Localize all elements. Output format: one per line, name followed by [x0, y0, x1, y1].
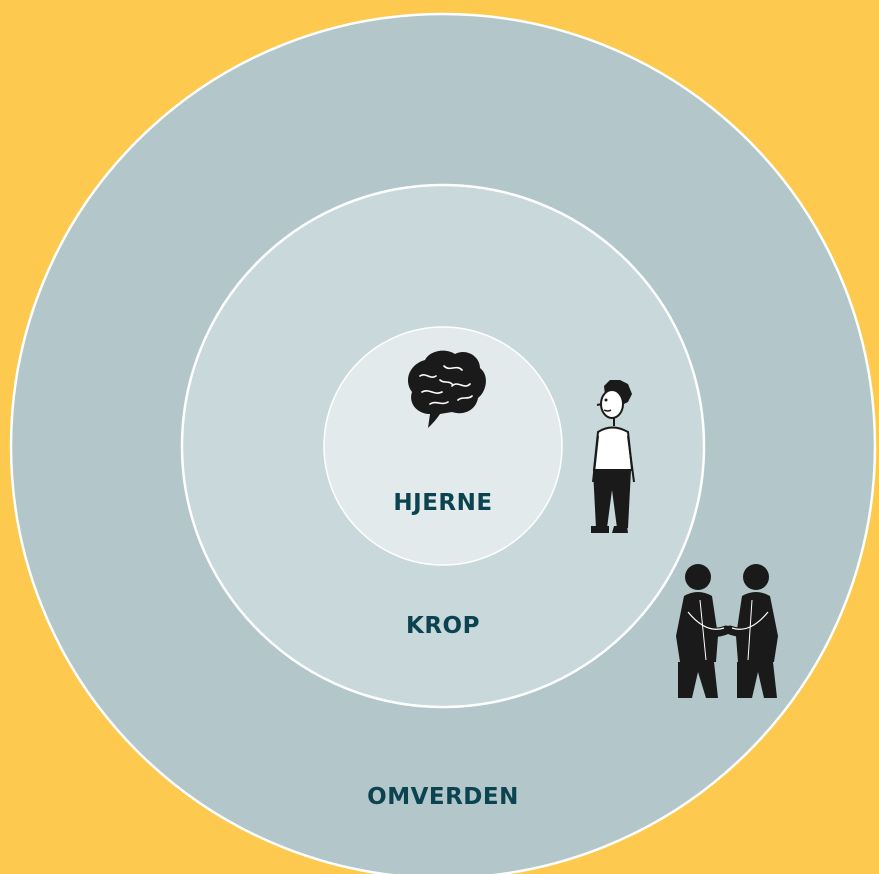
person-icon [591, 380, 635, 533]
middle-ring-label: KROP [406, 613, 480, 639]
inner-ring-label: HJERNE [393, 490, 493, 516]
brain-icon [408, 350, 486, 428]
handshake-people-icon [676, 564, 778, 698]
inner-ring-hjerne [323, 326, 563, 566]
outer-ring-label: OMVERDEN [367, 784, 519, 810]
